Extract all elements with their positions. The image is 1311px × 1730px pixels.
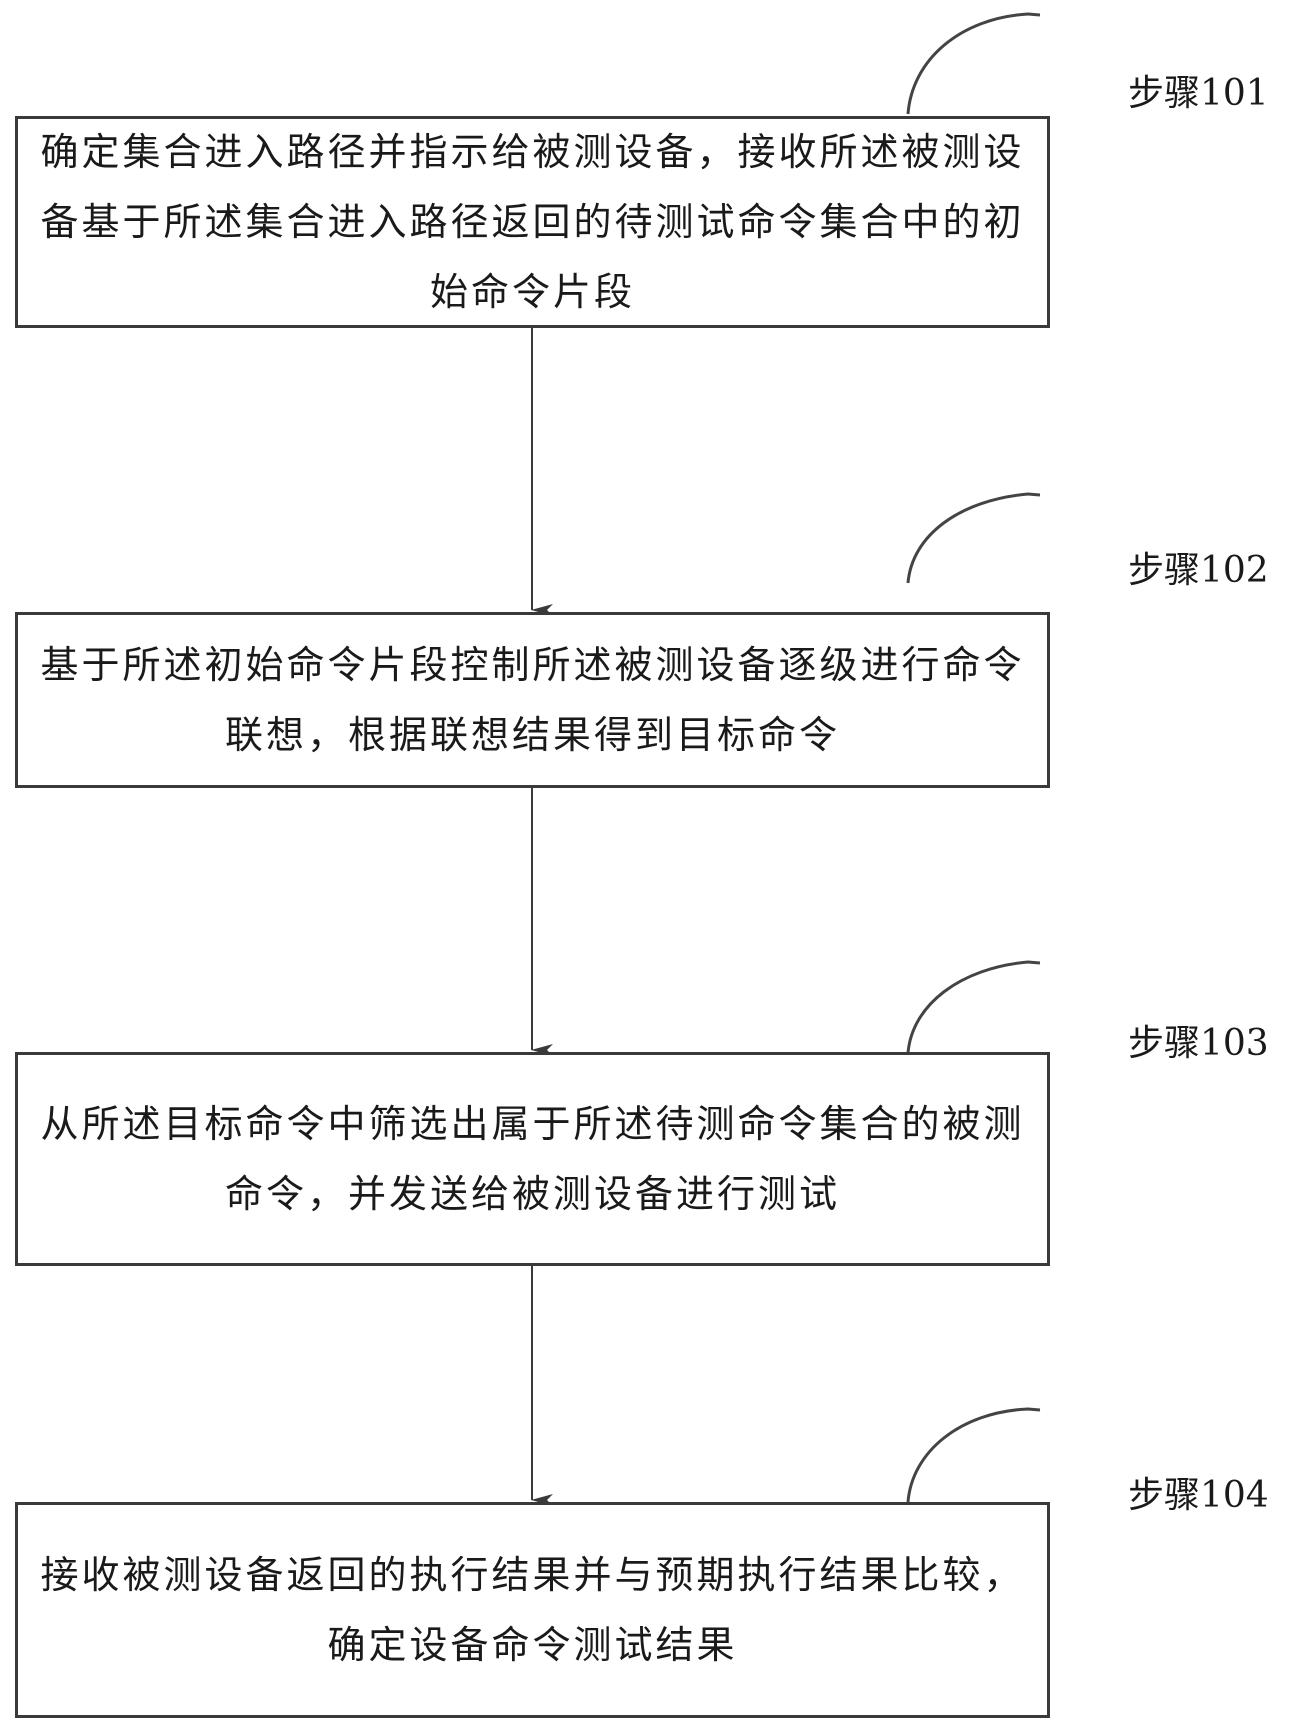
step-text: 从所述目标命令中筛选出属于所述待测命令集合的被测命令，并发送给被测设备进行测试 — [40, 1102, 1025, 1216]
step-label-102: 步骤102 — [1128, 550, 1269, 591]
leader-curve-step1 — [906, 12, 1041, 115]
step-box-104: 接收被测设备返回的执行结果并与预期执行结果比较，确定设备命令测试结果 — [15, 1502, 1050, 1718]
step-label-104: 步骤104 — [1128, 1475, 1269, 1516]
step-text: 基于所述初始命令片段控制所述被测设备逐级进行命令联想，根据联想结果得到目标命令 — [40, 643, 1025, 757]
leader-curve-step4 — [906, 1407, 1041, 1503]
step-box-101: 确定集合进入路径并指示给被测设备，接收所述被测设备基于所述集合进入路径返回的待测… — [15, 116, 1050, 328]
step-text: 确定集合进入路径并指示给被测设备，接收所述被测设备基于所述集合进入路径返回的待测… — [40, 130, 1025, 314]
step-box-102: 基于所述初始命令片段控制所述被测设备逐级进行命令联想，根据联想结果得到目标命令 — [15, 612, 1050, 788]
step-label-103: 步骤103 — [1128, 1023, 1269, 1064]
leader-curve-step3 — [906, 960, 1041, 1054]
step-box-103: 从所述目标命令中筛选出属于所述待测命令集合的被测命令，并发送给被测设备进行测试 — [15, 1052, 1050, 1266]
step-text: 接收被测设备返回的执行结果并与预期执行结果比较，确定设备命令测试结果 — [40, 1553, 1025, 1667]
leader-curve-step2 — [906, 492, 1041, 584]
step-label-101: 步骤101 — [1128, 73, 1269, 114]
